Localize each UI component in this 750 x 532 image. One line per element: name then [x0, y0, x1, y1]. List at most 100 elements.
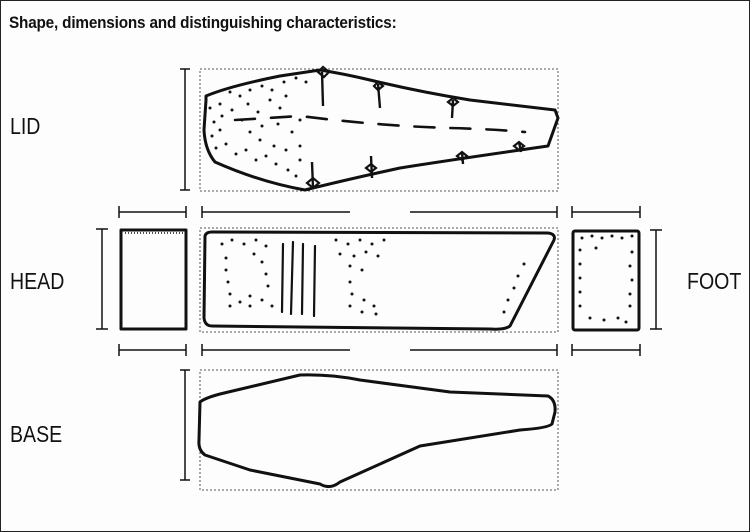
stipple-dot: [226, 280, 230, 284]
stipple-dot: [248, 88, 252, 92]
stipple-dot: [628, 304, 632, 308]
stipple-dot: [516, 274, 520, 278]
stipple-dot: [268, 98, 272, 102]
foot-height-marker: [650, 229, 662, 330]
stipple-dot: [254, 158, 258, 162]
stipple-dot: [382, 238, 386, 242]
stipple-dot: [228, 304, 232, 308]
head-height-marker: [96, 228, 108, 330]
head-view: [96, 206, 188, 356]
stipple-dot: [230, 108, 234, 112]
stipple-dot: [258, 138, 262, 142]
stipple-dot: [248, 130, 252, 134]
stipple-dot: [224, 268, 228, 272]
stipple-dot: [298, 158, 302, 162]
stipple-dot: [580, 236, 584, 240]
side-wood-grain-lines: [280, 240, 317, 318]
stipple-dot: [238, 94, 242, 98]
stipple-dot: [260, 124, 264, 128]
stipple-dot: [610, 234, 614, 238]
stipple-dot: [286, 168, 290, 172]
stipple-dot: [224, 256, 228, 260]
stipple-dot: [374, 312, 378, 316]
stipple-dot: [228, 292, 232, 296]
lid-center-line: [233, 114, 527, 134]
stipple-dot: [506, 298, 510, 302]
foot-width-marker-bottom: [571, 344, 641, 356]
stipple-dot: [260, 84, 264, 88]
stipple-dot: [578, 276, 582, 280]
side-length-marker-bottom: [201, 344, 558, 356]
stipple-dot: [348, 264, 352, 268]
stipple-dot: [270, 304, 274, 308]
side-bounding-box: [199, 227, 559, 333]
stipple-dot: [282, 80, 286, 84]
stipple-dot: [220, 114, 224, 118]
side-decay-stippling: [220, 238, 526, 316]
stipple-dot: [264, 272, 268, 276]
base-label: BASE: [10, 421, 63, 447]
lid-decay-stippling: [208, 76, 308, 178]
stipple-dot: [628, 292, 632, 296]
lid-outline: [202, 68, 560, 192]
stipple-dot: [270, 88, 274, 92]
stipple-dot: [376, 254, 380, 258]
stipple-dot: [578, 290, 582, 294]
base-outline: [197, 373, 557, 489]
stipple-dot: [628, 264, 632, 268]
stipple-dot: [512, 286, 516, 290]
stipple-dot: [348, 304, 352, 308]
stipple-dot: [260, 260, 264, 264]
stipple-dot: [358, 238, 362, 242]
stipple-dot: [246, 102, 250, 106]
stipple-dot: [248, 304, 252, 308]
stipple-dot: [220, 242, 224, 246]
stipple-dot: [348, 280, 352, 284]
stipple-dot: [260, 298, 264, 302]
stipple-dot: [594, 246, 598, 250]
stipple-dot: [244, 148, 248, 152]
stipple-dot: [294, 174, 298, 178]
stipple-dot: [284, 94, 288, 98]
stipple-dot: [228, 90, 232, 94]
stipple-dot: [230, 238, 234, 242]
foot-width-marker-top: [571, 206, 641, 218]
lid-nails: [305, 65, 526, 190]
stipple-dot: [372, 304, 376, 308]
stipple-dot: [272, 144, 276, 148]
stipple-dot: [362, 298, 366, 302]
form-heading: Shape, dimensions and distinguishing cha…: [9, 13, 397, 32]
stipple-dot: [578, 304, 582, 308]
stipple-dot: [208, 106, 212, 110]
stipple-dot: [578, 262, 582, 266]
stipple-dot: [334, 238, 338, 242]
side-view: [199, 206, 559, 356]
stipple-dot: [360, 268, 364, 272]
stipple-dot: [254, 238, 258, 242]
stipple-dot: [266, 284, 270, 288]
stipple-dot: [578, 248, 582, 252]
stipple-dot: [350, 292, 354, 296]
base-height-marker: [180, 369, 190, 481]
stipple-dot: [234, 152, 238, 156]
stipple-dot: [588, 316, 592, 320]
lid-height-marker: [180, 68, 190, 191]
head-width-marker-top: [118, 206, 187, 218]
stipple-dot: [256, 110, 260, 114]
head-outline: [119, 228, 188, 331]
stipple-dot: [274, 162, 278, 166]
lid-view: [180, 65, 560, 192]
stipple-dot: [630, 278, 634, 282]
stipple-dot: [238, 300, 242, 304]
stipple-dot: [212, 120, 216, 124]
side-length-marker-top: [201, 206, 558, 218]
head-label: HEAD: [10, 268, 65, 294]
stipple-dot: [290, 130, 294, 134]
stipple-dot: [276, 122, 280, 126]
stipple-dot: [630, 234, 634, 238]
stipple-dot: [304, 80, 308, 84]
lid-label: LID: [10, 113, 41, 139]
stipple-dot: [364, 250, 368, 254]
